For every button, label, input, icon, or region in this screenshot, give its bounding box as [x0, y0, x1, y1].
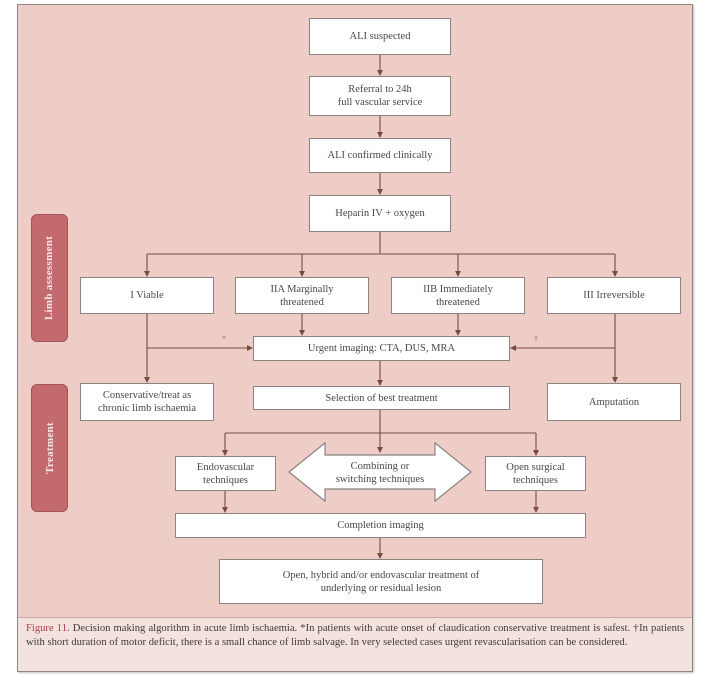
- node-ali-suspected: ALI suspected: [309, 18, 451, 55]
- section-tab-treatment: Treatment: [31, 384, 68, 512]
- node-viable: I Viable: [80, 277, 214, 314]
- node-open-surgical: Open surgical techniques: [485, 456, 586, 491]
- section-label-limb-assessment: Limb assessment: [43, 235, 56, 321]
- node-completion-imaging: Completion imaging: [175, 513, 586, 538]
- node-endovascular: Endovascular techniques: [175, 456, 276, 491]
- footnote-mark-conservative: *: [222, 334, 226, 343]
- footnote-mark-salvage: †: [534, 334, 538, 343]
- node-final-treatment: Open, hybrid and/or endovascular treatme…: [219, 559, 543, 604]
- node-selection: Selection of best treatment: [253, 386, 510, 410]
- node-urgent-imaging: Urgent imaging: CTA, DUS, MRA: [253, 336, 510, 361]
- node-combining: Combining or switching techniques: [335, 460, 425, 485]
- node-conservative: Conservative/treat as chronic limb ischa…: [80, 383, 214, 421]
- node-irreversible: III Irreversible: [547, 277, 681, 314]
- node-referral: Referral to 24h full vascular service: [309, 76, 451, 116]
- figure-label: Figure 11.: [26, 623, 70, 634]
- node-marginally-threatened: IIA Marginally threatened: [235, 277, 369, 314]
- node-amputation: Amputation: [547, 383, 681, 421]
- node-ali-confirmed: ALI confirmed clinically: [309, 138, 451, 173]
- caption-text: Decision making algorithm in acute limb …: [26, 623, 684, 648]
- section-tab-limb-assessment: Limb assessment: [31, 214, 68, 342]
- node-immediately-threatened: IIB Immediately threatened: [391, 277, 525, 314]
- figure-caption: Figure 11. Decision making algorithm in …: [18, 617, 692, 671]
- section-label-treatment: Treatment: [43, 422, 56, 474]
- node-heparin: Heparin IV + oxygen: [309, 195, 451, 232]
